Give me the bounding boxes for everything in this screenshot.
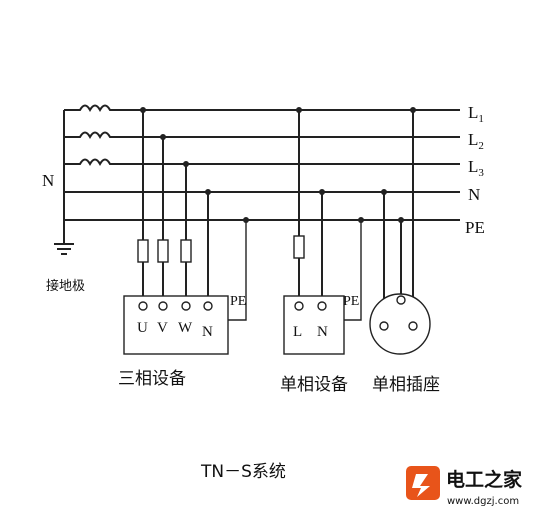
fuse-v — [157, 239, 169, 263]
single-phase-equipment: L N PE 单相设备 — [280, 107, 364, 395]
three-phase-pe-label: PE — [230, 294, 246, 309]
three-phase-label: 三相设备 — [118, 369, 186, 389]
bus-label-l2: L2 — [468, 130, 484, 152]
terminal-v: V — [157, 320, 168, 336]
fuse-u — [137, 239, 149, 263]
fuse-w — [180, 239, 192, 263]
bus-label-l3: L3 — [468, 157, 484, 179]
terminal-l: L — [293, 324, 302, 340]
bus-labels: L1 L2 L3 N PE — [465, 103, 485, 237]
single-phase-label: 单相设备 — [280, 375, 348, 395]
single-phase-socket: 单相插座 — [369, 107, 440, 395]
brand-url: www.dgzj.com — [447, 496, 519, 507]
caption: TN－S系统 — [200, 462, 286, 482]
bus-label-n: N — [468, 185, 480, 204]
terminal-u: U — [137, 320, 148, 336]
watermark: 电工之家 www.dgzj.com — [406, 466, 523, 507]
transformer-coils — [63, 104, 116, 244]
socket-outline — [369, 293, 431, 355]
ground-icon — [54, 243, 74, 255]
ground-label: 接地极 — [46, 278, 85, 294]
terminal-n: N — [202, 324, 213, 340]
brand-name: 电工之家 — [446, 468, 523, 491]
brand-logo-icon — [406, 466, 440, 500]
socket-label: 单相插座 — [372, 375, 440, 395]
source-neutral-label: N — [42, 171, 54, 190]
fuse-l — [293, 235, 305, 259]
bus-lines — [64, 109, 460, 221]
single-phase-pe-label: PE — [343, 294, 359, 309]
terminal-w: W — [178, 320, 193, 336]
bus-label-pe: PE — [465, 218, 485, 237]
bus-label-l1: L1 — [468, 103, 484, 125]
terminal-n2: N — [317, 324, 328, 340]
three-phase-equipment: U V W N PE 三相设备 — [118, 107, 249, 389]
